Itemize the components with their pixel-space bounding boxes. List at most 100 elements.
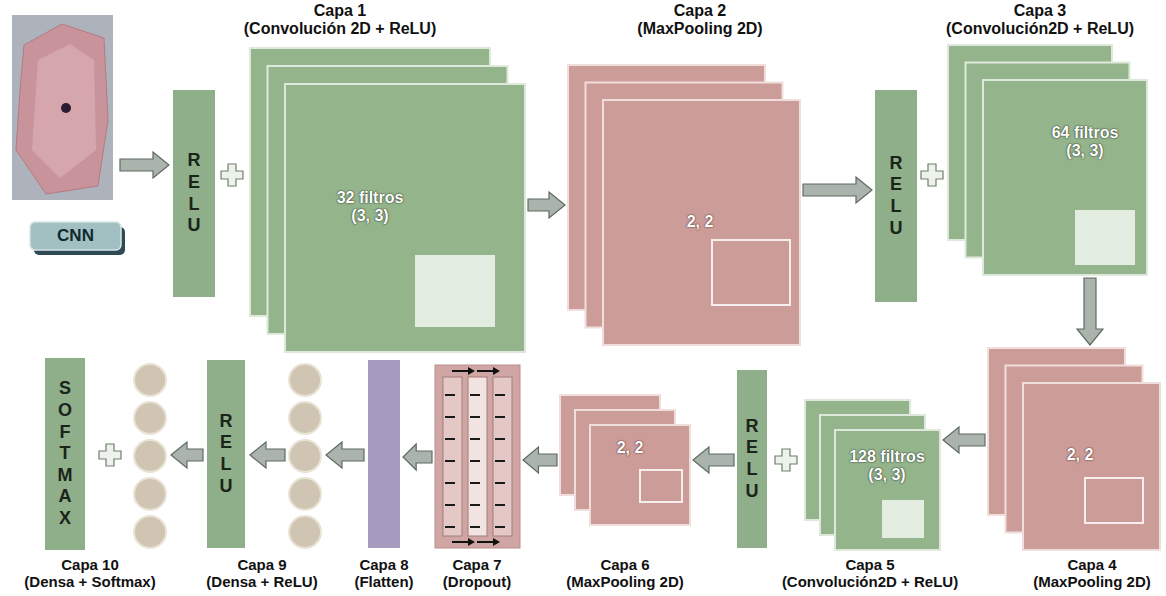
dropout-unit xyxy=(445,438,455,440)
layer-shape xyxy=(435,365,520,548)
layer-label: 2, 2 xyxy=(617,439,644,457)
label-text: 2, 2 xyxy=(1067,446,1094,464)
layer-heading: Capa 4(MaxPooling 2D) xyxy=(1033,556,1151,591)
neuron-circle xyxy=(134,516,166,548)
layer-node: RELU xyxy=(737,370,767,548)
heading-text: (Flatten) xyxy=(354,573,413,590)
cell-photo-ground xyxy=(12,15,113,200)
dropout-unit xyxy=(495,526,505,528)
flow-arrow xyxy=(326,442,364,468)
heading-text: Capa 7 xyxy=(443,556,511,573)
layer-heading: Capa 9(Densa + ReLU) xyxy=(206,556,317,591)
dropout-column xyxy=(443,377,462,536)
feature-map xyxy=(1023,383,1160,550)
layer-heading: Capa 10(Densa + Softmax) xyxy=(24,556,155,591)
dropout-arrow xyxy=(477,370,494,372)
dropout-arrow xyxy=(477,541,494,543)
neuron-circle xyxy=(289,478,321,510)
dropout-unit xyxy=(495,438,505,440)
layer-label: 32 filtros (3, 3) xyxy=(329,189,411,225)
neuron-circle xyxy=(134,402,166,434)
plus-symbol xyxy=(221,164,243,186)
layer-label: CNN xyxy=(57,226,94,246)
label-text: 64 filtros (3, 3) xyxy=(1044,124,1126,160)
layer-label: RELU xyxy=(217,411,235,497)
heading-text: Capa 9 xyxy=(206,556,317,573)
heading-text: (MaxPooling 2D) xyxy=(566,573,684,590)
layer-node: Capa 1(Convolución 2D + ReLU)32 filtros … xyxy=(250,48,525,352)
layer-node: RELU xyxy=(875,90,917,302)
button-face xyxy=(30,222,121,250)
flow-arrow xyxy=(250,442,285,468)
label-text: RELU xyxy=(185,150,203,236)
heading-text: (Densa + ReLU) xyxy=(206,573,317,590)
flow-arrow xyxy=(171,442,203,468)
flow-arrow xyxy=(120,152,169,178)
layer-node: RELU xyxy=(173,90,215,297)
layer-label: 64 filtros (3, 3) xyxy=(1044,124,1126,160)
layer-node: Capa 9(Densa + ReLU)RELU xyxy=(207,360,245,548)
layer-shape xyxy=(948,45,1147,275)
heading-text: (MaxPooling 2D) xyxy=(1033,573,1151,590)
layer-label: RELU xyxy=(743,416,761,502)
heading-text: (Densa + Softmax) xyxy=(24,573,155,590)
heading-text: Capa 2 xyxy=(637,2,762,20)
dropout-unit xyxy=(470,460,480,462)
dropout-arrow xyxy=(452,541,469,543)
label-text: 128 filtros (3, 3) xyxy=(846,448,928,484)
layer-heading: Capa 2(MaxPooling 2D) xyxy=(637,2,762,39)
dropout-unit xyxy=(445,504,455,506)
flow-arrow xyxy=(1077,278,1103,345)
cell-photo xyxy=(16,24,108,194)
label-text: CNN xyxy=(57,226,94,246)
heading-text: Capa 1 xyxy=(244,2,436,20)
layer-shape xyxy=(560,395,690,525)
neuron-circle xyxy=(289,440,321,472)
layer-node: Capa 7(Dropout) xyxy=(435,365,520,548)
layer-bar xyxy=(207,360,245,548)
heading-text: Capa 5 xyxy=(782,556,958,573)
dropout-unit xyxy=(445,394,455,396)
heading-text: (Convolución2D + ReLU) xyxy=(782,573,958,590)
layer-node: Capa 3(Convolución2D + ReLU)64 filtros (… xyxy=(948,45,1147,275)
flow-arrow xyxy=(943,427,985,453)
flow-arrow xyxy=(528,192,565,218)
pool-window xyxy=(640,470,682,502)
heading-text: (Convolución2D + ReLU) xyxy=(946,20,1134,38)
plus-symbol xyxy=(921,164,943,186)
dropout-unit xyxy=(470,526,480,528)
label-text: RELU xyxy=(887,153,905,239)
layer-bar xyxy=(737,370,767,548)
neuron-circle xyxy=(134,478,166,510)
flow-arrow xyxy=(803,177,872,203)
layer-heading: Capa 1(Convolución 2D + ReLU) xyxy=(244,2,436,39)
dropout-arrowhead xyxy=(468,538,475,546)
dropout-arrowhead xyxy=(493,538,500,546)
neuron-circle xyxy=(289,364,321,396)
feature-map xyxy=(603,100,800,345)
plus-symbol xyxy=(775,449,797,471)
layer-shape xyxy=(568,65,800,345)
feature-map xyxy=(285,84,525,352)
heading-text: (Dropout) xyxy=(443,573,511,590)
dropout-column xyxy=(468,377,487,536)
cell-photo-light xyxy=(32,44,96,178)
feature-map xyxy=(590,425,690,525)
dropout-unit xyxy=(495,504,505,506)
layer-heading: Capa 6(MaxPooling 2D) xyxy=(566,556,684,591)
feature-map xyxy=(983,80,1147,275)
layer-heading: Capa 8(Flatten) xyxy=(354,556,413,591)
dropout-unit xyxy=(495,482,505,484)
dropout-unit xyxy=(445,482,455,484)
layer-node: Capa 2(MaxPooling 2D)2, 2 xyxy=(568,65,800,345)
label-text: SOFTMAX xyxy=(56,378,74,529)
heading-text: Capa 4 xyxy=(1033,556,1151,573)
heading-text: Capa 10 xyxy=(24,556,155,573)
heading-text: Capa 8 xyxy=(354,556,413,573)
layer-label: 128 filtros (3, 3) xyxy=(846,448,928,484)
neuron-circle xyxy=(134,364,166,396)
pool-window xyxy=(1085,478,1143,523)
kernel-square xyxy=(1075,210,1135,265)
pool-window xyxy=(712,240,790,305)
dropout-arrowhead xyxy=(468,367,475,375)
